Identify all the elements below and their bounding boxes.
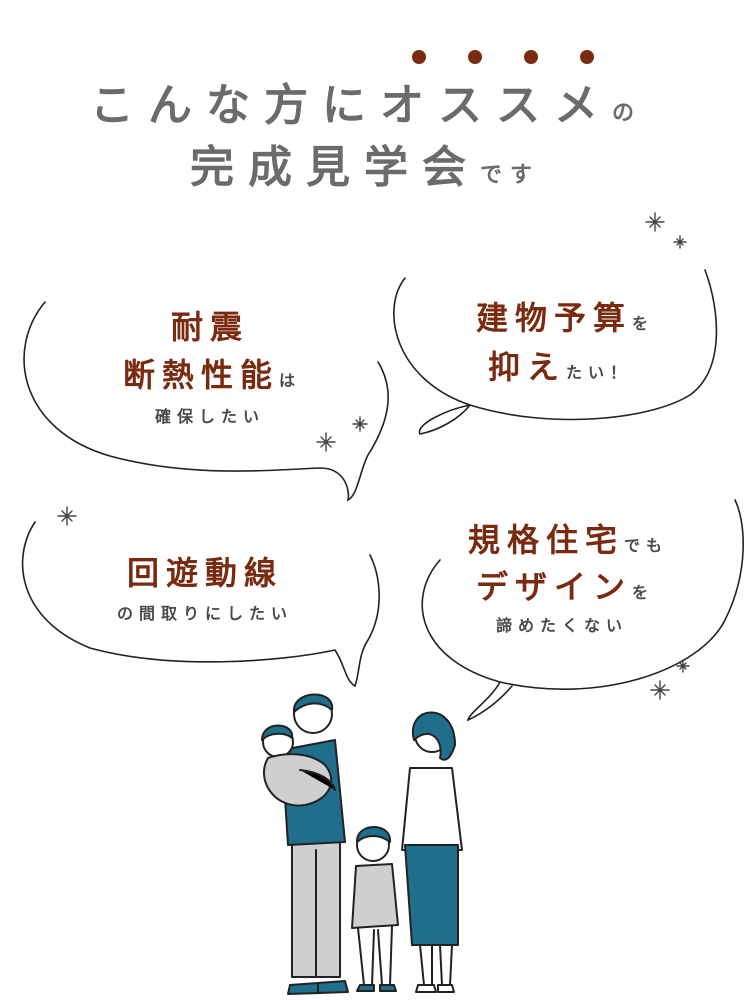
sparkle-icon (352, 416, 368, 432)
bubble-earthquake-line2: 断熱性能は (123, 350, 301, 396)
sparkle-icon (316, 432, 336, 452)
bubble-circulation-sub: の間取りにしたい (116, 604, 294, 623)
bubble-earthquake-sub: 確保したい (154, 407, 266, 426)
page-title-line1: こんな方にオススメの (90, 78, 642, 142)
bubble-circulation-line1: 回遊動線 (126, 554, 284, 592)
bubble-design-line1: 規格住宅でも (468, 515, 668, 561)
family-illustration (261, 693, 463, 995)
title-line2-suffix: です (480, 163, 541, 188)
bubble-budget-line2-main: 抑え (487, 348, 566, 386)
bubble-budget-line1-suffix: を (632, 314, 655, 333)
bubble-earthquake-line1: 耐震 (170, 308, 250, 346)
speech-bubble-circulation (21, 521, 380, 688)
title-line1-suffix: の (612, 101, 643, 126)
emphasis-dot (524, 50, 538, 64)
bubble-design-line1-suffix: でも (624, 536, 669, 555)
speech-bubble-earthquake (23, 301, 389, 502)
bubble-design-sub: 諦めたくない (495, 616, 629, 635)
sparkle-icon (57, 506, 77, 526)
emphasis-dot (412, 50, 426, 64)
emphasis-dot (468, 50, 482, 64)
bubble-budget-line1-main: 建物予算 (475, 299, 632, 337)
emphasis-dot (580, 50, 594, 64)
page-title-line2: 完成見学会です (190, 140, 540, 204)
speech-bubble-budget (393, 269, 718, 435)
bubble-budget-line2: 抑えたい！ (488, 342, 632, 388)
sparkle-icon (673, 235, 687, 249)
speech-bubble-design (421, 499, 744, 722)
title-line1-main: こんな方にオススメ (90, 80, 612, 131)
bubble-design-line2-suffix: を (632, 583, 655, 602)
bubble-earthquake-line2-main: 断熱性能 (122, 356, 279, 394)
bubble-design-line1-main: 規格住宅 (467, 521, 624, 559)
bubble-design-line2: デザインを (476, 562, 654, 608)
sparkle-icon (650, 680, 670, 700)
bubble-budget-line2-suffix: たい！ (566, 363, 633, 382)
bubble-budget-line1: 建物予算を (476, 293, 654, 339)
sparkle-icon (645, 212, 665, 232)
bubble-earthquake-line2-suffix: は (279, 371, 302, 390)
bubble-design-line2-main: デザイン (475, 568, 632, 606)
sparkle-icon (676, 659, 690, 673)
title-line2-main: 完成見学会 (190, 142, 480, 193)
sparkle-icon-group (57, 212, 690, 700)
